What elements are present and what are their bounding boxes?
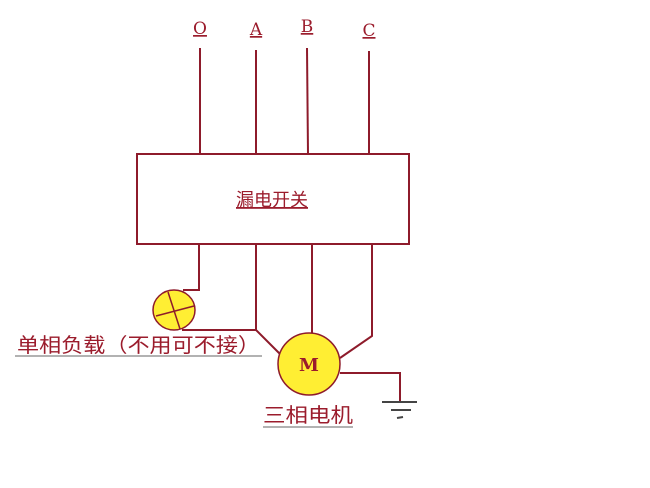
terminal-o-label: O [193,19,207,39]
switch-label: 漏电开关 [236,190,308,211]
wire-o-out [183,244,200,291]
load-label: 单相负载（不用可不接） [17,333,260,357]
motor-icon [277,332,341,396]
terminal-c-label: C [362,21,375,41]
wire-ground [340,372,401,401]
leakage-switch-box [136,153,410,245]
motor-symbol: M [299,355,319,376]
terminal-b-label: B [301,17,314,37]
ground-icon [382,401,417,419]
wire-b-in [306,47,309,155]
lamp-icon [152,289,196,331]
wire-c-out [339,244,373,359]
motor-label: 三相电机 [263,403,353,427]
terminal-a-label: A [249,20,263,40]
